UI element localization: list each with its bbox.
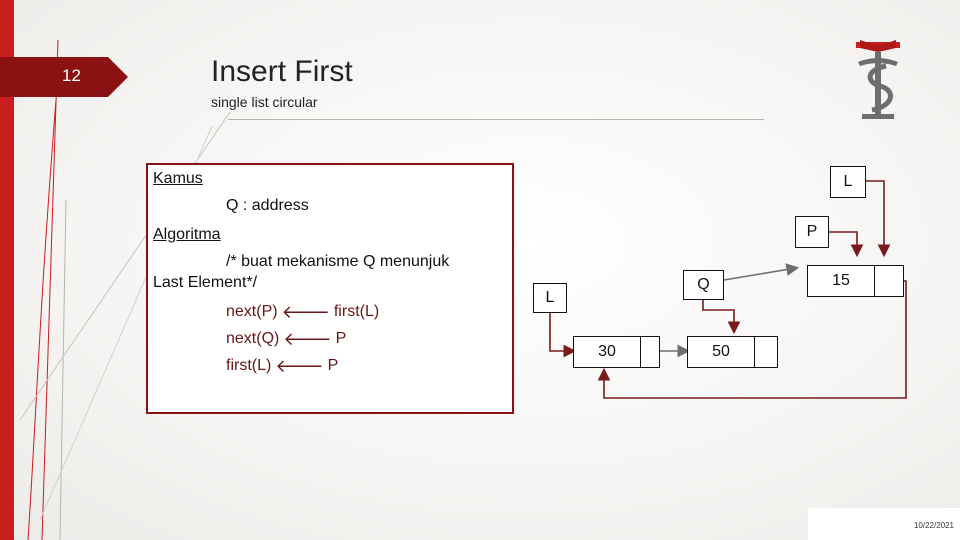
node-15-info: 15: [807, 265, 875, 297]
node-50-next: [754, 336, 778, 368]
pointer-Q-link: [703, 299, 734, 331]
slide-date: 10/22/2021: [914, 521, 954, 530]
node-30-next: [640, 336, 660, 368]
node-50-info: 50: [687, 336, 755, 368]
node-30-info: 30: [573, 336, 641, 368]
pointer-P-link: [829, 232, 857, 254]
pointer-P: P: [795, 216, 829, 248]
pointer-Q: Q: [683, 270, 724, 300]
pointer-L-top: L: [830, 166, 866, 198]
next-Q-link: [724, 268, 796, 280]
pointer-L-left-link: [550, 313, 573, 351]
pointer-L-link: [866, 181, 884, 254]
pointer-L-left: L: [533, 283, 567, 313]
node-15-next: [874, 265, 904, 297]
